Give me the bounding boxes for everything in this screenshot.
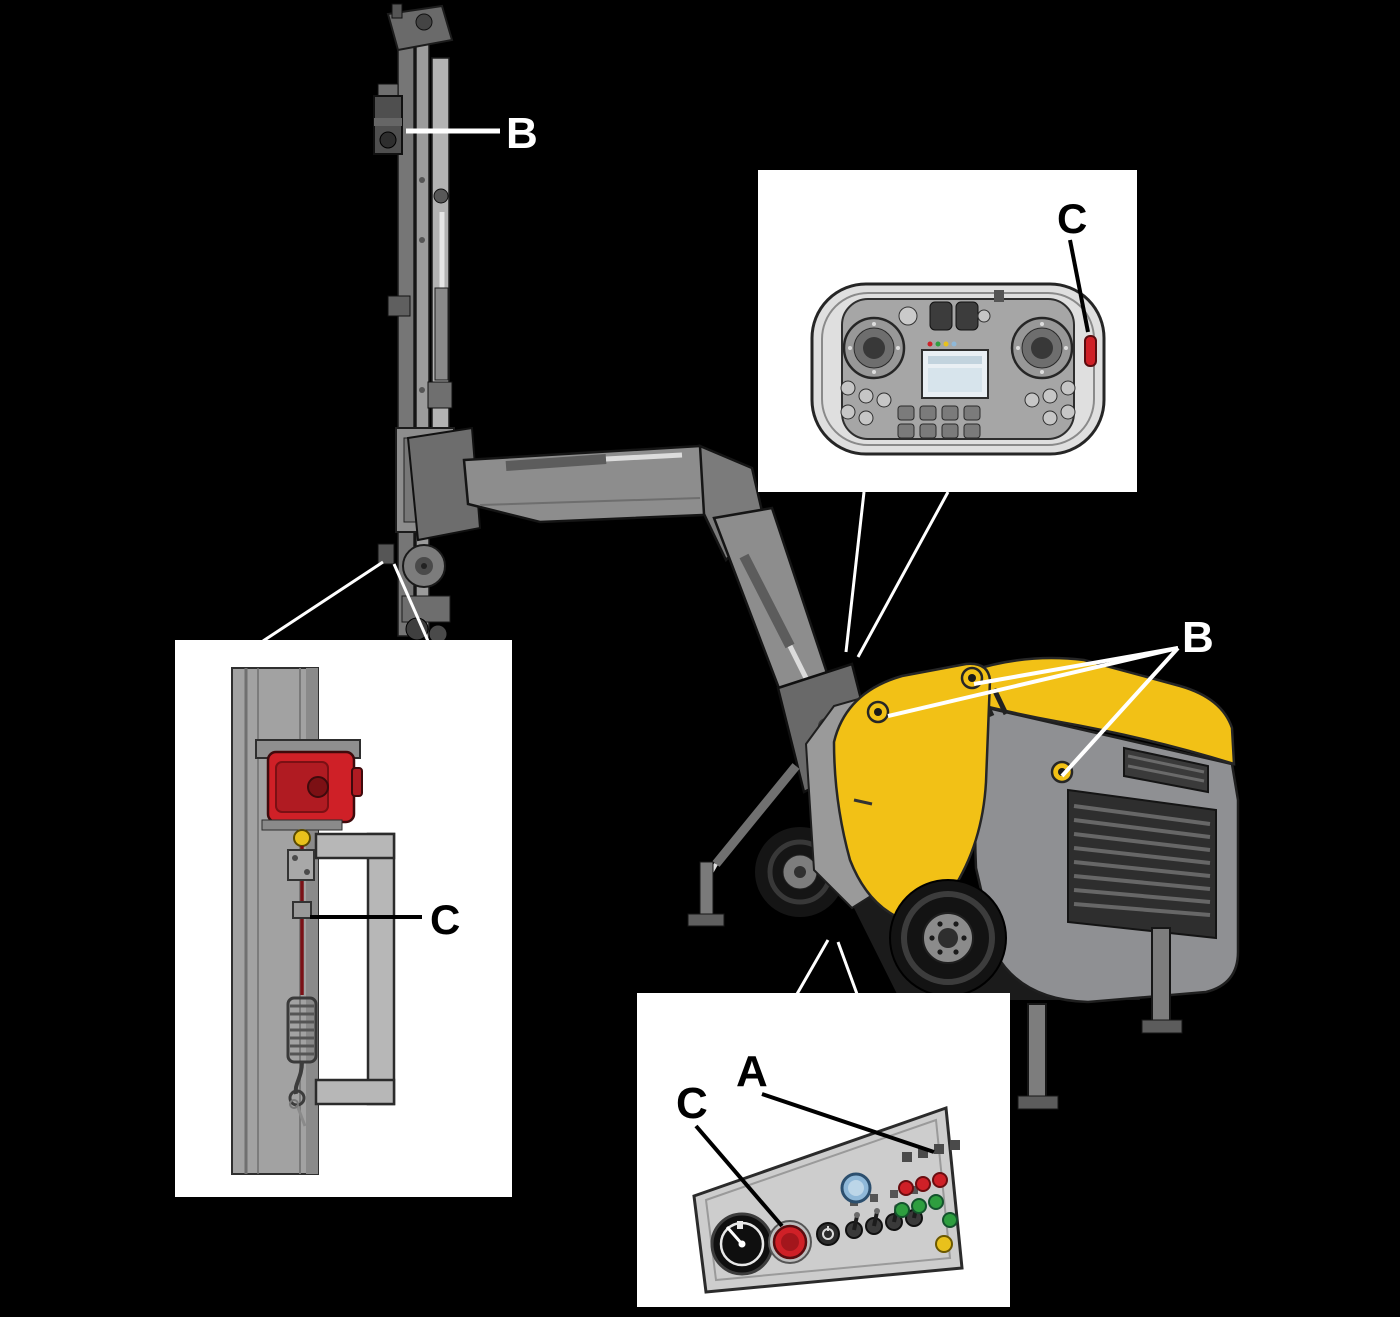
panel-emergency-stop [768,1220,812,1264]
toggle-switches [845,1186,923,1239]
power-knob [816,1222,840,1246]
wire-switch-box [266,750,363,824]
machine-illustration [262,3,1240,1110]
inset-wire-device: C [175,640,512,1197]
indicator-lights [894,1140,960,1253]
callouts: B B [406,109,1214,778]
callout-line-c-remote [1068,239,1090,333]
rocker-switch [929,301,953,331]
rock-drill-carriage [373,83,403,155]
callout-label-c-estop: C [676,1079,708,1128]
left-joystick [842,316,906,380]
callout-label-c-remote: C [1057,195,1087,242]
front-cowl [832,662,992,922]
main-wheel [889,879,1007,997]
mast-boom-junction [406,426,482,542]
remote-button-grid [897,405,981,439]
remote-emergency-stop [1084,335,1097,367]
callout-label-c-wire: C [430,896,460,943]
remote-round-buttons [840,380,1076,426]
support-legs [1017,927,1183,1110]
callout-label-a-panel: A [736,1047,768,1096]
inset-control-panel: A C [637,993,1010,1307]
right-joystick [1010,316,1074,380]
hood-top [922,656,1236,766]
lifting-eye [1050,760,1074,784]
boom-arm [462,444,878,927]
remote-gauge [898,306,918,326]
rocker-switch [955,301,979,331]
callout-line-a-panel [761,1092,935,1154]
wire-grommet [293,829,311,847]
inset-connector-lines [262,491,950,995]
carrier-body [753,656,1240,1110]
side-grille [1067,746,1217,940]
tension-spring [286,996,318,1127]
callout-label-b-lifting: B [1182,613,1214,662]
lifting-eye [866,700,890,724]
inset-remote-control: C [758,170,1137,492]
callout-lines-b-lifting [887,646,1180,778]
blue-button [840,1172,872,1204]
callout-line-c-estop [694,1124,784,1228]
frame-bar [366,832,396,1106]
callout-label-b-mast: B [506,109,538,158]
fuel-gauge [710,1212,774,1276]
remote-display [921,341,989,399]
